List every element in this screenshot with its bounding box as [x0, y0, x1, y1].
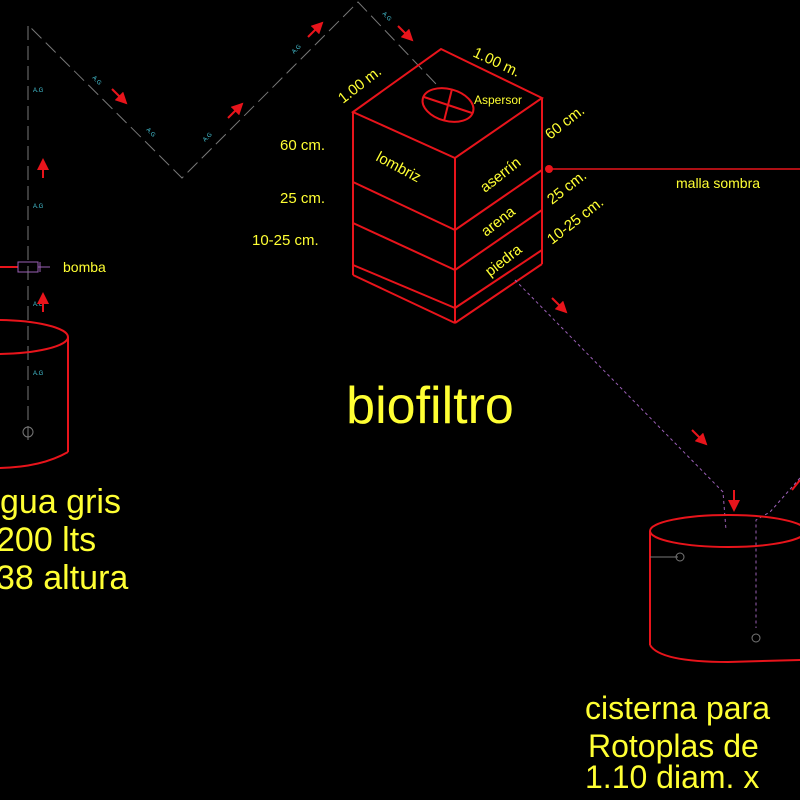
tank-label-line: gua gris [0, 483, 121, 521]
right-tank: cisterna para Rotoplas de 1.10 diam. x [585, 514, 800, 795]
flow-arrow-icon [791, 479, 800, 491]
flow-arrow-icon [307, 21, 324, 38]
malla-sombra-label: malla sombra [676, 175, 760, 191]
layer-label-aserrin: aserrín [477, 154, 524, 196]
pipe-label: A.G [291, 44, 303, 56]
flow-arrow-icon [227, 102, 244, 119]
flow-arrow-icon [551, 297, 568, 314]
outlet-icon [22, 426, 34, 438]
flow-arrow-icon [691, 429, 708, 446]
pipe-label: A.G [91, 75, 103, 87]
layer-height-label: 25 cm. [544, 167, 590, 208]
layer-height-label: 10-25 cm. [252, 232, 319, 249]
tank-label-line: 1.10 diam. x [585, 759, 759, 795]
layer-height-label: 60 cm. [542, 102, 588, 143]
tank-label-line: 200 lts [0, 521, 96, 559]
flow-arrow-icon [111, 88, 128, 105]
outlet-icon [751, 633, 761, 643]
tank-label-line: 38 altura [0, 559, 128, 597]
pipe-label: A.G [381, 11, 393, 23]
layer-height-label: 60 cm. [280, 137, 325, 154]
outlet-pipes [514, 279, 800, 628]
layer-height-label: 25 cm. [280, 190, 325, 207]
pump: bomba [0, 259, 106, 275]
inlet-icon [675, 552, 685, 562]
gray-water-pipe: A.G A.G A.G A.G A.G A.G A.G A.G A.G [27, 1, 438, 440]
tank-label-line: Rotoplas de [588, 728, 759, 764]
pipe-label: A.G [33, 302, 44, 308]
flow-arrows [37, 21, 800, 512]
pipe-label: A.G [202, 132, 214, 144]
layer-label-lombriz: lombriz [373, 149, 424, 187]
pipe-label: A.G [33, 88, 44, 94]
layer-label-arena: arena [478, 203, 519, 240]
pipe-label: A.G [33, 204, 44, 210]
diagram-title: biofiltro [346, 377, 514, 435]
dimension-label: 1.00 m. [335, 63, 385, 107]
pipe-label: A.G [33, 371, 44, 377]
sprinkler-icon [421, 87, 475, 123]
flow-arrow-icon [397, 25, 414, 42]
pipe-label: A.G [145, 127, 157, 139]
pump-label: bomba [63, 259, 106, 275]
pipe-labels: A.G A.G A.G A.G A.G A.G A.G A.G A.G [33, 11, 392, 377]
tank-label-line: cisterna para [585, 690, 770, 726]
biofilter-box: Aspersor 1.00 m. 1.00 m. 60 cm. 25 cm. 1… [252, 44, 800, 324]
aspersor-label: Aspersor [474, 93, 522, 107]
left-tank: gua gris 200 lts 38 altura [0, 319, 128, 597]
